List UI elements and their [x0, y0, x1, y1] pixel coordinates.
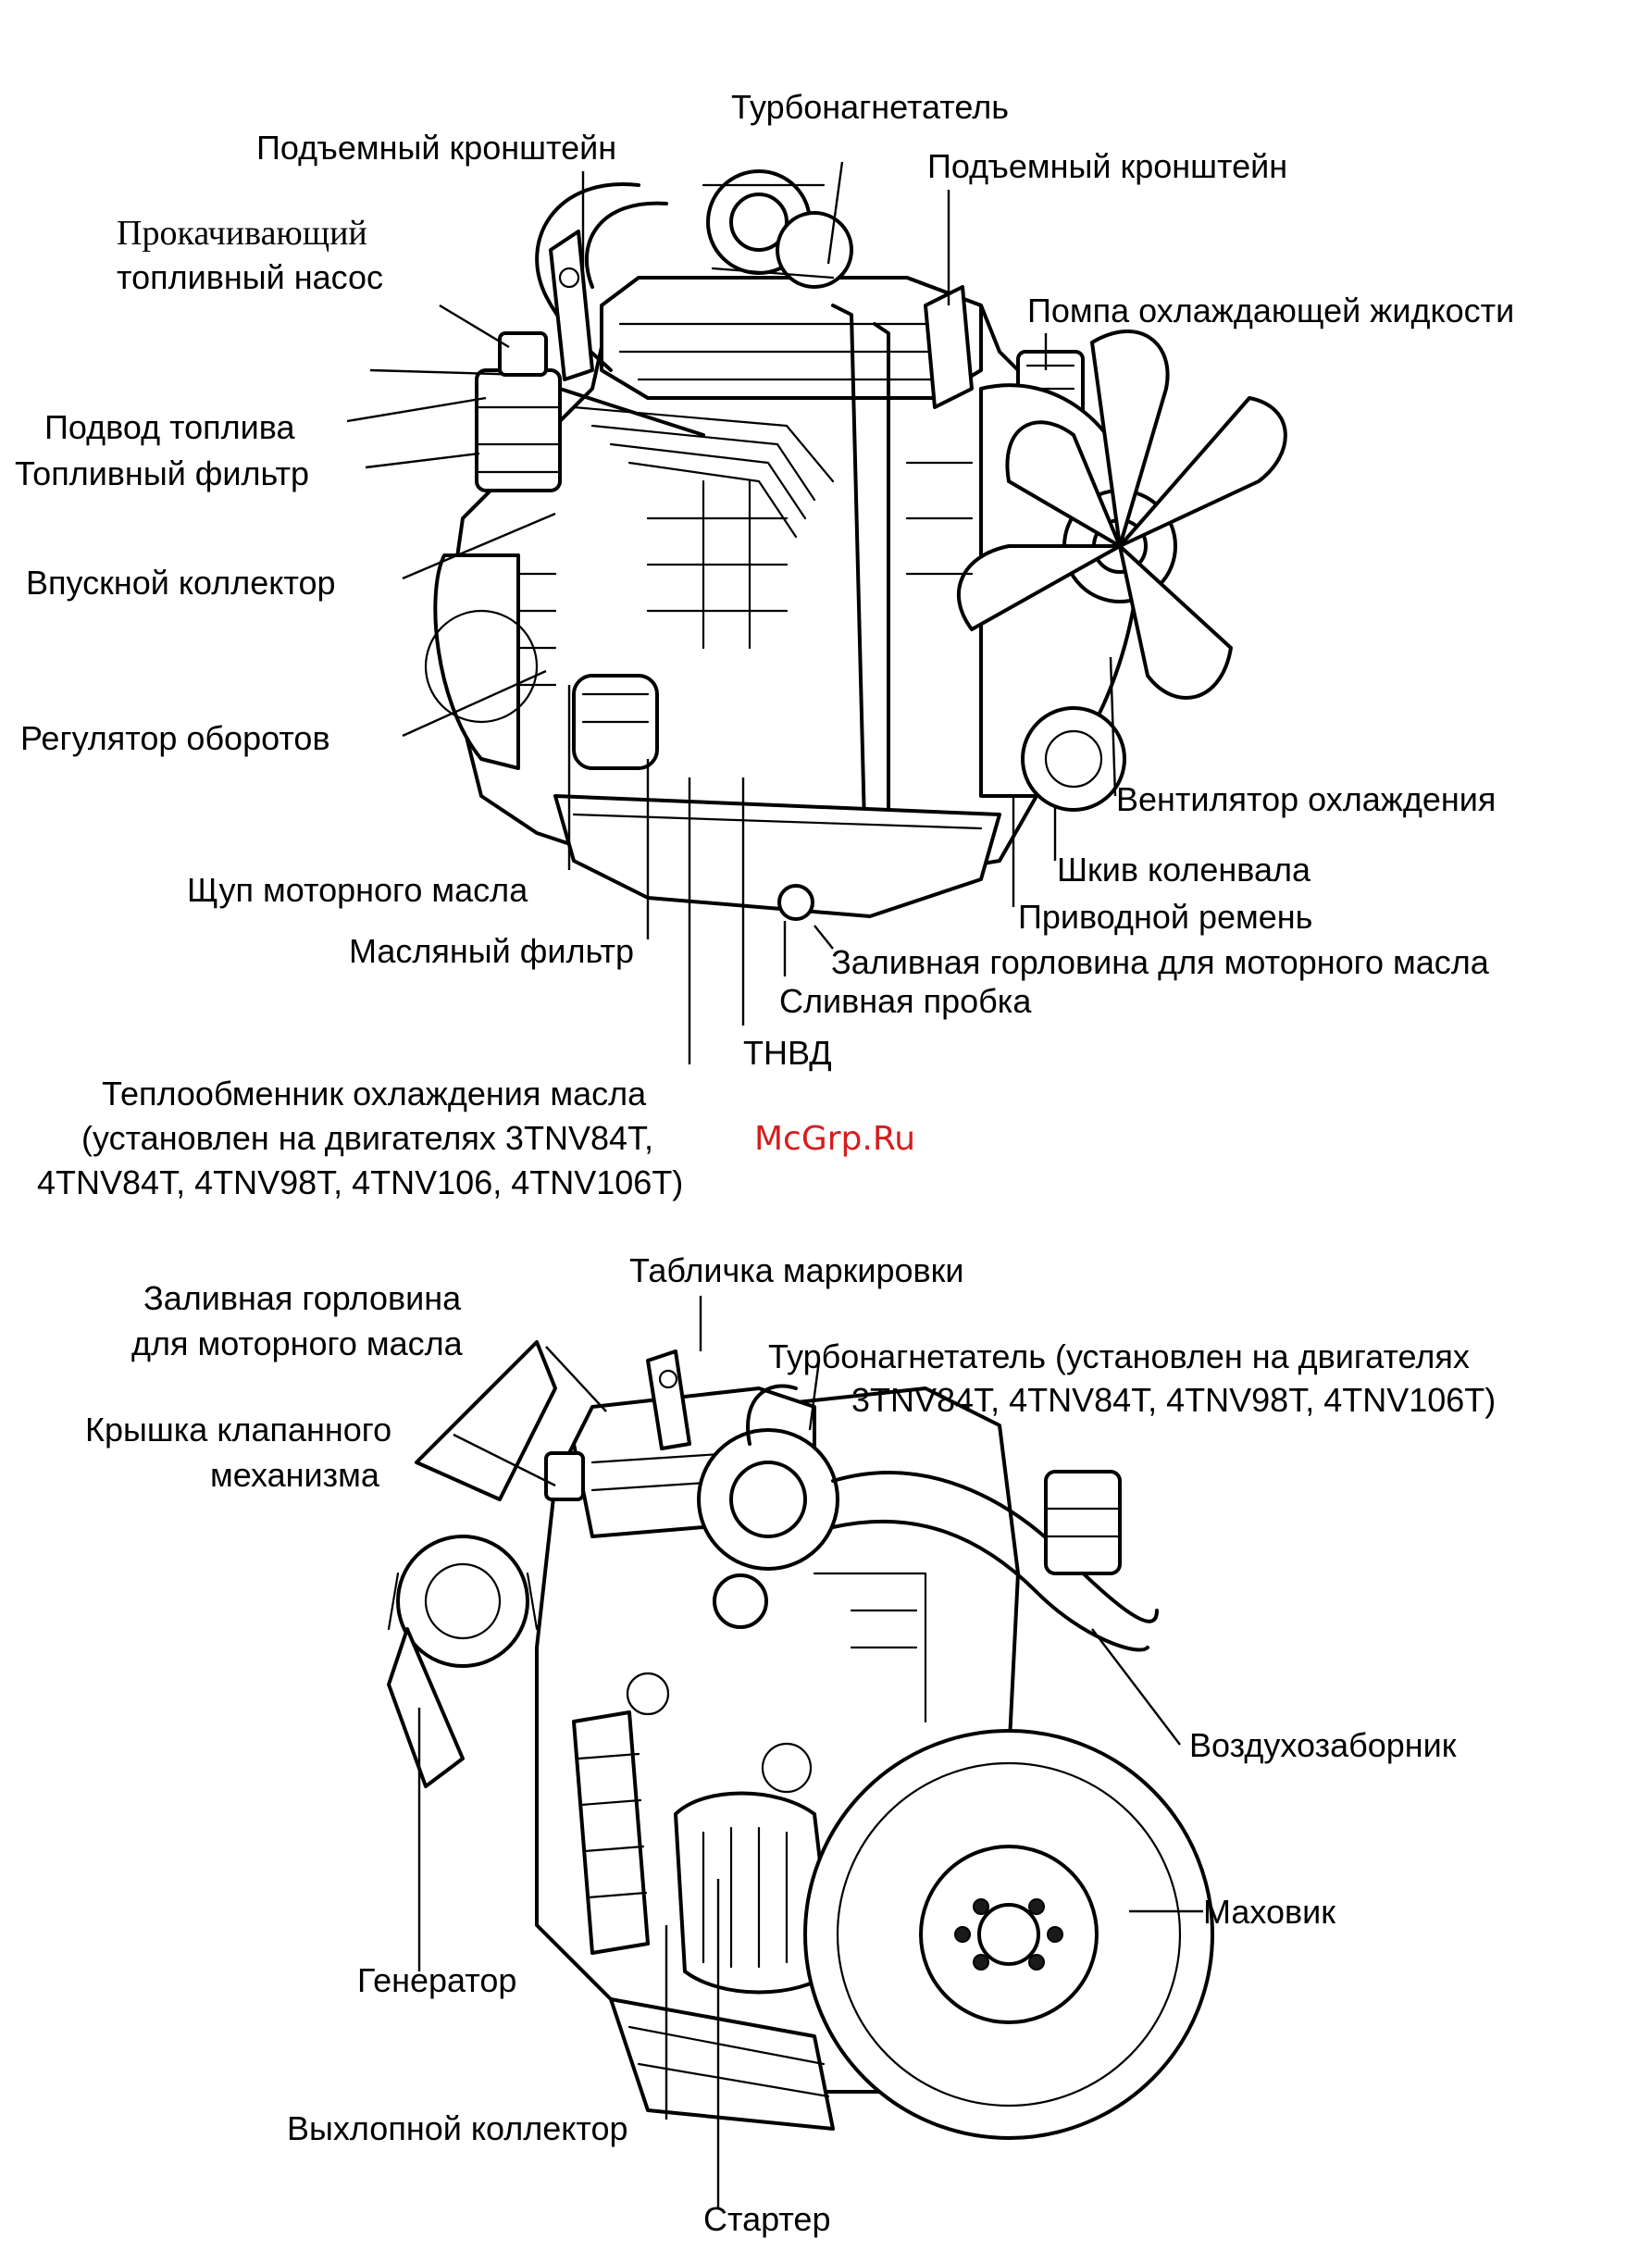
leader-priming-pump	[439, 304, 510, 349]
label-oil-cooler-line3: 4TNV84T, 4TNV98T, 4TNV106, 4TNV106T)	[37, 1163, 683, 1201]
label-valve-cover-line1: Крышка клапанного	[85, 1411, 391, 1449]
engine-top-illustration	[424, 169, 1287, 921]
leader-lines-bottom	[417, 1296, 1203, 2207]
label-dipstick: Щуп моторного масла	[187, 871, 528, 909]
label-turbo-bottom-line2: 3TNV84T, 4TNV84T, 4TNV98T, 4TNV106T)	[851, 1381, 1496, 1419]
leader-lines-top	[346, 161, 1117, 1064]
watermark-text: McGrp.Ru	[754, 1120, 915, 1158]
label-turbocharger: Турбонагнетатель	[731, 88, 1009, 126]
label-nameplate: Табличка маркировки	[629, 1251, 964, 1289]
label-coolant-pump: Помпа охлаждающей жидкости	[1027, 292, 1514, 330]
leader-fuel-filter	[365, 452, 480, 469]
label-turbo-bottom-line1: Турбонагнетатель (установлен на двигател…	[768, 1337, 1470, 1375]
leader-intake-manifold	[402, 512, 556, 580]
label-fuel-inlet: Подвод топлива	[44, 408, 296, 446]
label-drain-plug: Сливная пробка	[779, 982, 1032, 1020]
leader-fuel-inlet	[346, 396, 487, 423]
label-oil-filler-top: Заливная горловина для моторного масла	[831, 943, 1490, 981]
labels-bottom: Табличка маркировки Заливная горловина д…	[85, 1251, 1496, 2238]
label-air-intake: Воздухозаборник	[1189, 1726, 1457, 1764]
label-flywheel: Маховик	[1203, 1893, 1335, 1931]
label-oil-filler-bottom-line2: для моторного масла	[131, 1324, 464, 1362]
leader-air-intake	[1091, 1628, 1181, 1746]
label-lifting-bracket-right: Подъемный кронштейн	[927, 147, 1287, 185]
leader-governor	[402, 669, 547, 738]
label-fuel-filter: Топливный фильтр	[15, 454, 309, 492]
leader-turbocharger	[826, 161, 844, 265]
leader-oil-filler	[814, 925, 834, 950]
leader-cooling-fan	[1109, 656, 1117, 797]
label-crankshaft-pulley: Шкив коленвала	[1057, 851, 1311, 889]
label-cooling-fan: Вентилятор охлаждения	[1116, 780, 1496, 818]
label-governor: Регулятор оборотов	[20, 719, 330, 757]
leader-fuel-pipe	[369, 368, 528, 377]
leader-valve-cover	[453, 1433, 556, 1487]
label-lifting-bracket-left: Подъемный кронштейн	[256, 129, 616, 167]
label-priming-pump-line2: топливный насос	[117, 258, 383, 296]
label-priming-pump-line1: Прокачивающий	[117, 214, 367, 253]
label-oil-filter: Масляный фильтр	[349, 932, 634, 970]
label-oil-cooler-line2: (установлен на двигателях 3TNV84T,	[81, 1119, 653, 1157]
label-valve-cover-line2: механизма	[210, 1456, 380, 1494]
label-starter: Стартер	[703, 2200, 830, 2238]
label-intake-manifold: Впускной коллектор	[26, 564, 336, 602]
leader-turbo-bottom	[808, 1360, 821, 1431]
label-oil-cooler-line1: Теплообменник охлаждения масла	[102, 1075, 647, 1113]
label-alternator: Генератор	[357, 1961, 516, 1999]
label-injection-pump: ТНВД	[743, 1034, 832, 1072]
label-exhaust-manifold: Выхлопной коллектор	[287, 2109, 628, 2147]
label-drive-belt: Приводной ремень	[1018, 898, 1312, 936]
label-oil-filler-bottom-line1: Заливная горловина	[143, 1279, 462, 1317]
labels-top: Турбонагнетатель Подъемный кронштейн Под…	[15, 88, 1514, 1201]
engine-bottom-illustration	[387, 1340, 1214, 2140]
leader-oil-filler-bottom	[545, 1346, 607, 1412]
